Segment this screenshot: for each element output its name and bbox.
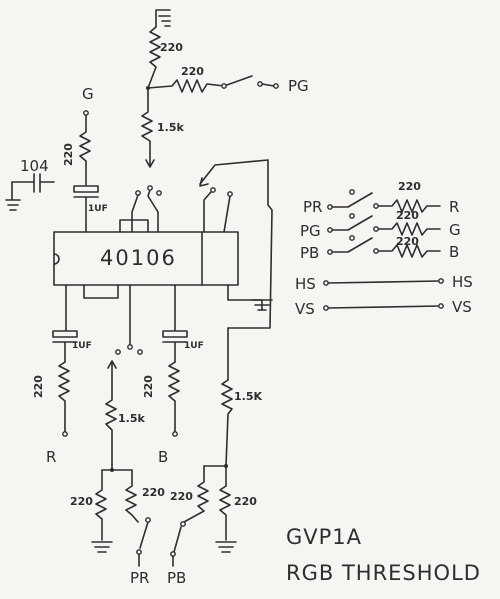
resistor-pg-220-label: 220	[181, 65, 204, 78]
pin-right-node	[210, 187, 216, 193]
cap-104-label: 104	[20, 157, 49, 175]
hs-left-label: HS	[295, 275, 316, 293]
mini-pb-220-label: 220	[396, 235, 419, 248]
resistor-pr-ground-220-label: 220	[70, 495, 93, 508]
ground-pr	[91, 541, 113, 553]
pot-top-node-c	[156, 190, 162, 196]
mini-pr-220-label: 220	[398, 180, 421, 193]
vs-left-label: VS	[295, 300, 315, 318]
pin-loop-bottom	[83, 284, 119, 299]
resistor-pr-switch-220-label: 220	[142, 486, 165, 499]
pb-label: PB	[167, 569, 186, 587]
ground-chip-right	[251, 299, 273, 311]
feedback-arrow	[199, 177, 209, 187]
resistor-pb-ground-220-label: 220	[234, 495, 257, 508]
cap-b-1uf-label: 1UF	[184, 341, 204, 351]
mini-pb-label: PB	[300, 244, 319, 262]
resistor-top-1.5k: 1.5k	[141, 87, 184, 168]
g-label: G	[82, 85, 94, 103]
resistor-pb-1.5k-label: 1.5K	[234, 390, 262, 403]
mini-pr-label: PR	[303, 198, 322, 216]
cap-r-1uf: 1UF	[52, 330, 92, 363]
resistor-top-220-label: 220	[160, 41, 183, 54]
cap-b-1uf: 1UF	[162, 330, 204, 363]
mini-b-label: B	[449, 243, 459, 261]
mini-switch-pb: PB 220 B	[300, 235, 459, 262]
resistor-r-220: 220	[32, 361, 70, 433]
switch-pb-node	[180, 521, 186, 527]
mini-switch-pr: PR 220 R	[303, 180, 459, 216]
schematic-subtitle: RGB THRESHOLD	[286, 561, 481, 585]
resistor-top-220: 220	[147, 26, 183, 89]
r-terminal	[62, 431, 68, 437]
cap-g-1uf: 1UF	[73, 185, 108, 233]
b-terminal	[172, 431, 178, 437]
pg-label: PG	[288, 77, 309, 95]
pot-bottom-node-b	[127, 344, 133, 350]
resistor-pb-ground-220: 220	[219, 465, 257, 541]
pr-label: PR	[130, 569, 149, 587]
r-label: R	[46, 448, 56, 466]
vs-line: VS VS	[295, 298, 472, 318]
pin-top-wire	[131, 194, 139, 233]
ic-40106: 40106	[53, 231, 239, 286]
cap-104	[5, 173, 55, 211]
vs-right-label: VS	[452, 298, 472, 316]
resistor-top-1.5k-label: 1.5k	[157, 121, 184, 134]
mini-switch-pg: PG 220 G	[300, 209, 461, 240]
switch-pb	[173, 526, 182, 553]
resistor-b-220: 220	[142, 361, 180, 433]
pin-loop-top	[119, 219, 149, 233]
mini-pg-label: PG	[300, 222, 321, 240]
switch-pr-node	[145, 517, 151, 523]
ic-40106-label: 40106	[100, 246, 177, 270]
hs-line: HS HS	[295, 273, 473, 293]
pin-right-switch	[203, 191, 212, 233]
pin-top-switch	[147, 189, 159, 233]
mini-r-label: R	[449, 198, 459, 216]
resistor-g-220: 220	[62, 114, 91, 186]
pot-bottom-node-c	[137, 349, 143, 355]
mini-g-label: G	[449, 221, 461, 239]
resistor-pb-switch-220: 220	[170, 465, 209, 523]
pin-right-wire	[223, 195, 231, 233]
resistor-pb-1.5k: 1.5K	[221, 379, 262, 467]
feedback-loop	[199, 159, 273, 329]
hs-right-label: HS	[452, 273, 473, 291]
schematic-title: GVP1A	[286, 525, 362, 549]
resistor-pg-220: 220	[147, 65, 279, 93]
resistor-pr-1.5k: 1.5k	[105, 375, 145, 471]
ground-pb	[215, 541, 237, 553]
pot-top-node-a	[147, 185, 153, 191]
resistor-g-220-label: 220	[62, 143, 75, 166]
resistor-pb-switch-220-label: 220	[170, 490, 193, 503]
cap-r-1uf-label: 1UF	[72, 341, 92, 351]
cap-g-1uf-label: 1UF	[88, 204, 108, 214]
b-label: B	[158, 448, 168, 466]
resistor-pr-1.5k-label: 1.5k	[118, 412, 145, 425]
pot-bottom-node-a	[115, 349, 121, 355]
resistor-pr-ground-220: 220	[70, 469, 107, 541]
top-ground-symbol	[155, 9, 171, 28]
mini-pg-220-label: 220	[396, 209, 419, 222]
pin-bottom-gnd	[227, 284, 263, 311]
resistor-pr-switch-220: 220	[125, 469, 165, 523]
pot-pr-arrow	[107, 360, 117, 377]
pin-right-node-b	[227, 191, 233, 197]
resistor-r-220-label: 220	[32, 375, 45, 398]
switch-pr	[139, 521, 149, 549]
resistor-b-220-label: 220	[142, 375, 155, 398]
